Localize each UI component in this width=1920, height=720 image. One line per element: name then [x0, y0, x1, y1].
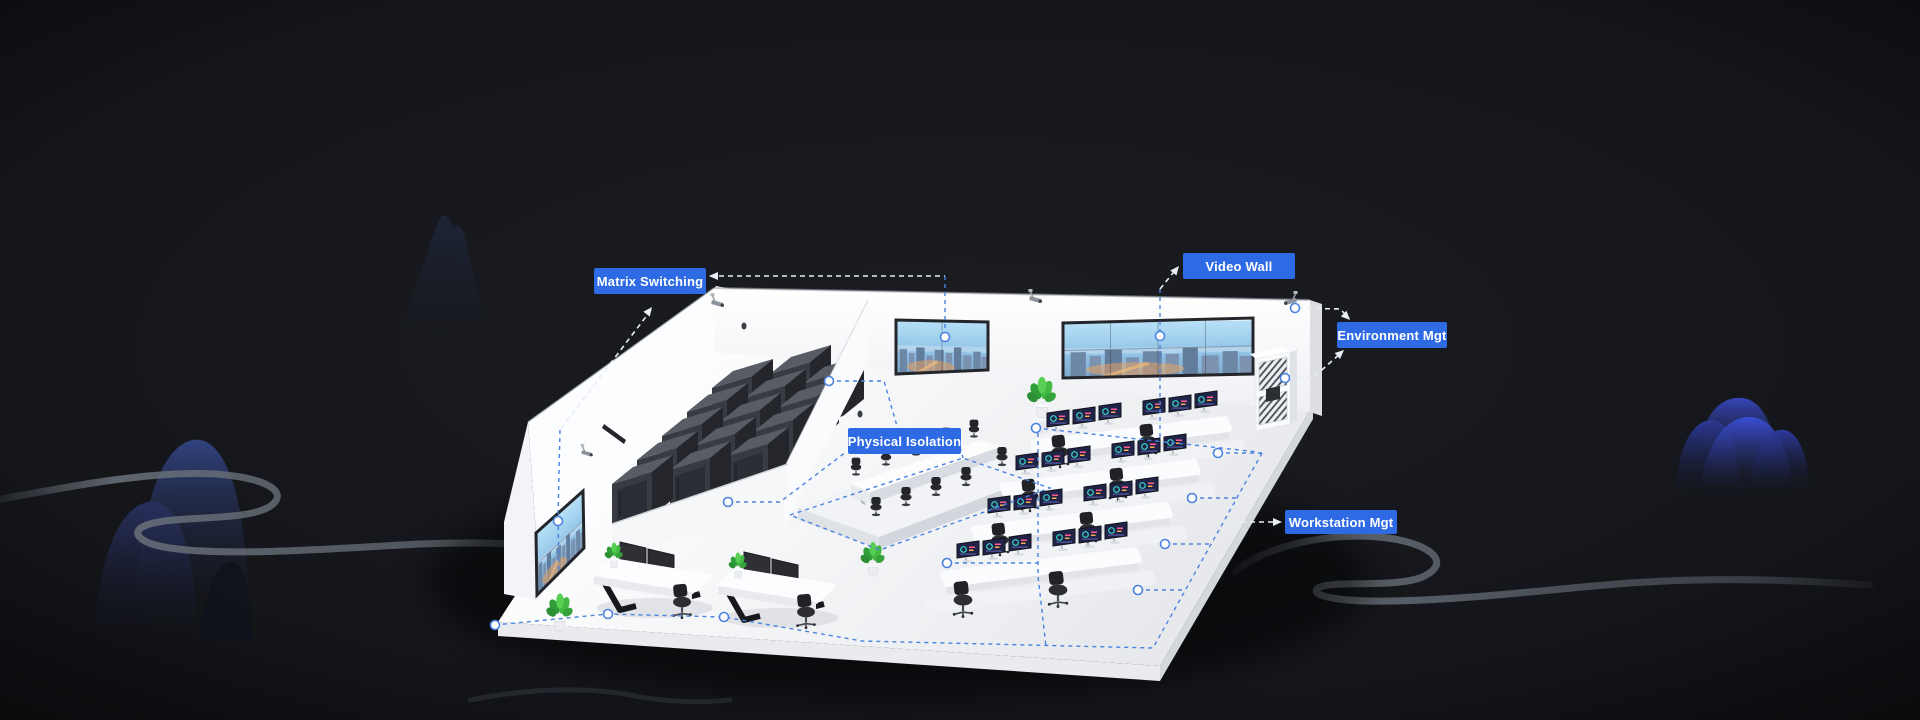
callout-video-wall[interactable]: Video Wall — [1183, 253, 1295, 279]
hotspot-row-4[interactable] — [1132, 584, 1144, 596]
workstation-zone-top — [1035, 427, 1259, 453]
connector-matrix-display — [559, 309, 652, 431]
hotspot-server-racks[interactable] — [722, 496, 734, 508]
hotspot-small-video-wall[interactable] — [939, 331, 951, 343]
hotspot-video-wall[interactable] — [1154, 330, 1166, 342]
callout-physical-isolation[interactable]: Physical Isolation — [848, 428, 961, 454]
callout-workstation-mgt[interactable]: Workstation Mgt — [1285, 510, 1397, 534]
operator-desks — [592, 540, 838, 631]
low-wall — [611, 463, 789, 560]
wall-speaker — [741, 322, 747, 330]
callout-environment-mgt[interactable]: Environment Mgt — [1337, 322, 1447, 348]
workstation-row — [923, 521, 1157, 614]
hotspot-row-3[interactable] — [1159, 538, 1171, 550]
hotspot-row-2[interactable] — [1186, 492, 1198, 504]
hotspot-zone-top[interactable] — [1030, 422, 1042, 434]
wall-speaker — [857, 410, 863, 418]
hotspot-floor-corner[interactable] — [489, 619, 501, 631]
ac-grille-top — [1258, 356, 1288, 392]
operator-desk — [592, 540, 712, 621]
hotspot-markers — [489, 302, 1301, 631]
hotspot-floor[interactable] — [941, 557, 953, 569]
hotspot-desk-1[interactable] — [602, 608, 614, 620]
wall-display — [534, 487, 586, 599]
hotspot-partition[interactable] — [823, 375, 835, 387]
back-wall-end-cap — [1310, 300, 1322, 416]
air-conditioner-unit — [1250, 347, 1297, 432]
hotspot-camera[interactable] — [1289, 302, 1301, 314]
hotspot-row-1[interactable] — [1212, 447, 1224, 459]
isolation-zone-outline — [787, 457, 1053, 551]
video-wall-large — [1061, 316, 1255, 380]
connector-isolation-partition — [829, 380, 898, 427]
video-wall-small — [894, 318, 990, 376]
ac-control-panel — [1266, 386, 1280, 402]
connector-lines — [494, 267, 1350, 649]
wall-vent — [602, 424, 626, 444]
floor-zone-line — [494, 613, 1154, 649]
hotspot-desk-2[interactable] — [718, 611, 730, 623]
hotspot-air-conditioner[interactable] — [1279, 372, 1291, 384]
callout-matrix-switching[interactable]: Matrix Switching — [594, 268, 706, 294]
workstation-rows — [923, 390, 1247, 620]
connector-isolation-racks — [728, 451, 847, 503]
hotspot-wall-display[interactable] — [552, 515, 564, 527]
operator-desk — [716, 550, 836, 631]
connector-arrowheads — [643, 266, 1350, 526]
workstation-zone-spine — [1152, 452, 1263, 649]
